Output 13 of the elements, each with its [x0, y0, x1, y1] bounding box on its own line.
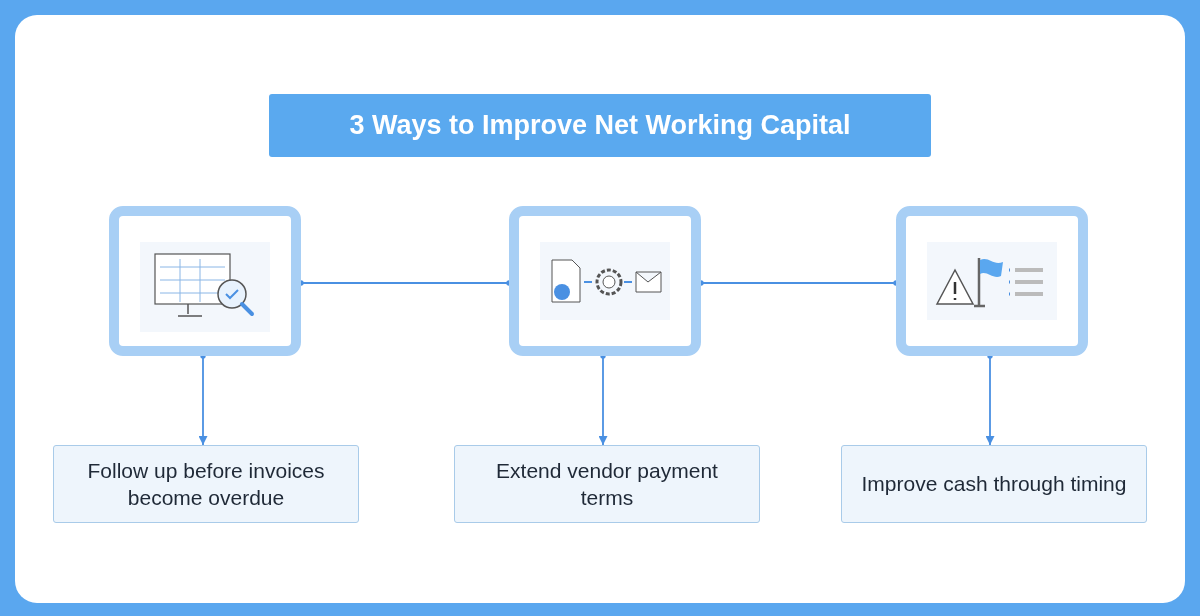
picture-frame — [896, 206, 1088, 356]
step-text: Extend vendor payment terms — [495, 457, 719, 511]
step-text: Improve cash through timing — [860, 471, 1128, 498]
step-text: Follow up before invoices become overdue — [86, 457, 326, 511]
step-box — [53, 445, 359, 523]
step-box — [454, 445, 760, 523]
connector-arrow — [198, 353, 208, 446]
picture-frame — [509, 206, 701, 356]
picture-frame — [109, 206, 301, 356]
step-box — [841, 445, 1147, 523]
title-banner: 3 Ways to Improve Net Working Capital — [269, 94, 931, 157]
connector-arrow — [598, 353, 608, 446]
connector-arrow — [985, 353, 995, 446]
